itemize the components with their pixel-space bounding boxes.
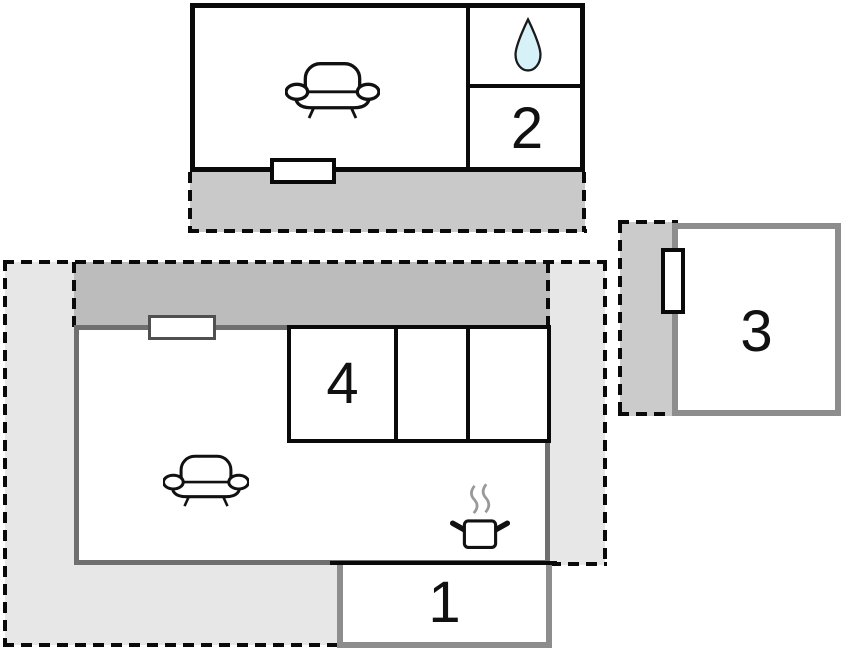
- water-drop-icon: [511, 17, 545, 74]
- room-1-label: 1: [428, 569, 461, 635]
- cooking-pot-icon: [441, 480, 519, 554]
- terrace-dash-divider-left: [72, 262, 76, 328]
- plot-right-strip: [550, 262, 605, 565]
- annex-dash-top: [618, 220, 678, 224]
- plot-dash-bottom-right-stub: [550, 562, 607, 566]
- plot-bottom-band: [5, 563, 337, 645]
- window-marker: [148, 315, 216, 340]
- upper-terrace-dash-bottom: [188, 229, 587, 233]
- upper-divider-horizontal: [466, 84, 585, 88]
- room-2: 2: [472, 90, 582, 168]
- room-3: 3: [672, 223, 841, 416]
- door-marker: [661, 248, 685, 314]
- room-1-top-wall: [330, 561, 557, 565]
- plot-dash-right: [603, 260, 607, 566]
- room-1: 1: [337, 563, 552, 648]
- sofa-icon: [285, 59, 380, 119]
- sofa-icon: [163, 452, 249, 507]
- annex-dash-left: [618, 222, 622, 416]
- plot-dash-top: [3, 260, 607, 264]
- room-4-label: 4: [326, 351, 359, 416]
- room-4-divider-2: [466, 325, 470, 443]
- upper-terrace-dash-left: [188, 172, 192, 232]
- window-marker: [270, 158, 336, 184]
- main-terrace-dark: [74, 262, 550, 325]
- annex-dash-bottom: [618, 412, 678, 416]
- upper-terrace-dash-right: [582, 172, 586, 232]
- plot-dash-left: [3, 260, 7, 647]
- plot-dash-bottom: [3, 643, 340, 647]
- terrace-dash-divider-right: [546, 262, 550, 326]
- room-2-label: 2: [510, 96, 544, 161]
- room-4-block: [287, 325, 551, 443]
- room-4-divider-1: [394, 325, 398, 443]
- upper-terrace: [190, 172, 585, 232]
- room-4: 4: [291, 329, 394, 439]
- room-3-label: 3: [740, 298, 773, 364]
